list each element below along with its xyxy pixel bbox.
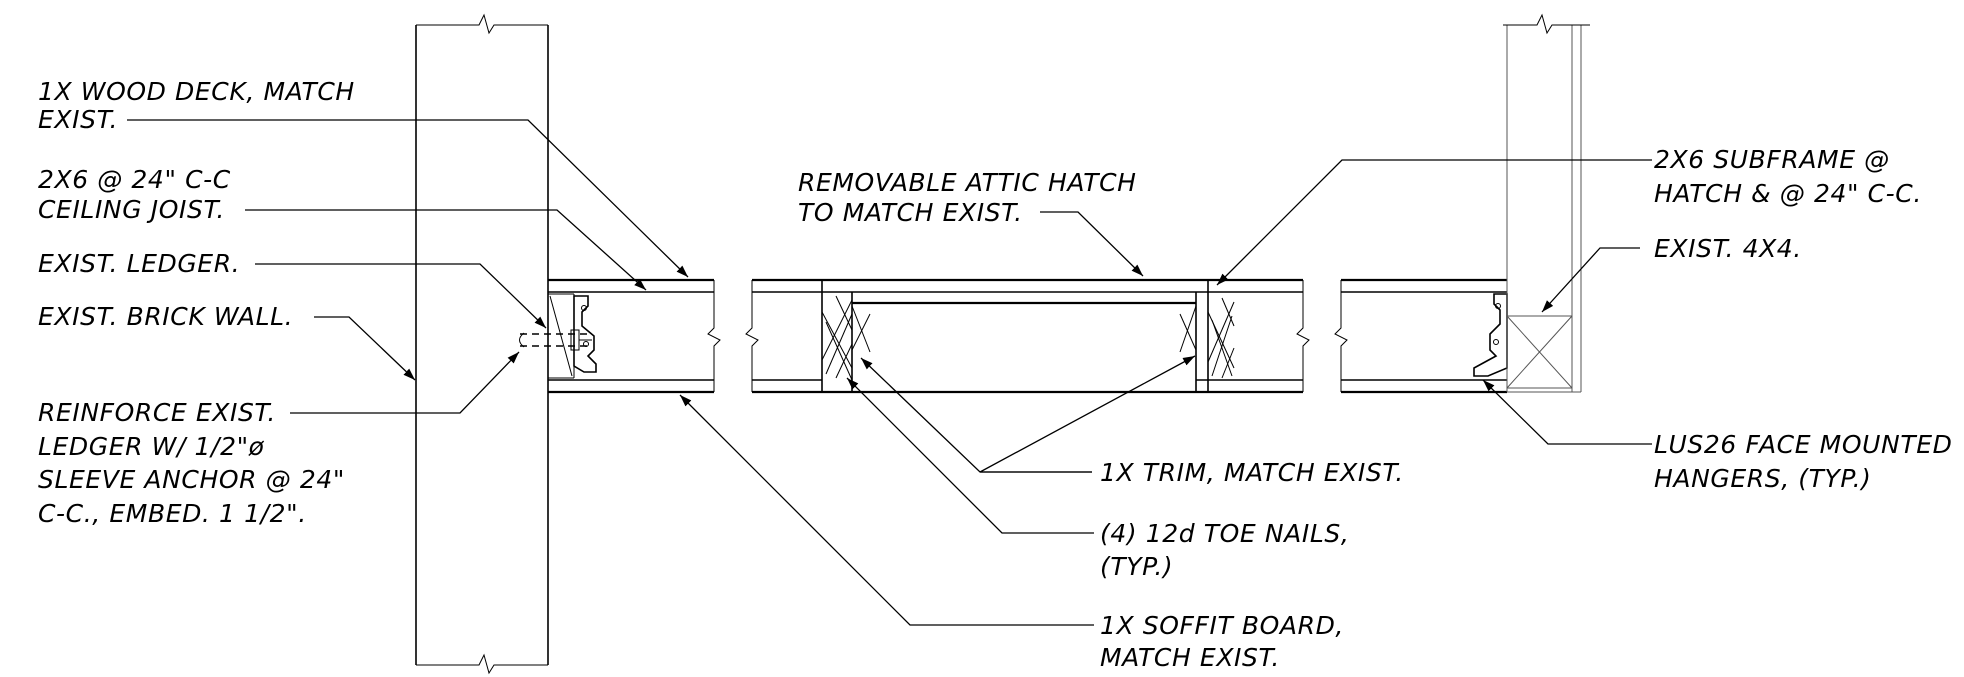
label-subframe-line1: 2X6 SUBFRAME @ — [1654, 145, 1890, 174]
label-brick-wall: EXIST. BRICK WALL. — [38, 302, 293, 331]
leader-lines — [127, 119, 1652, 626]
label-joist-line1: 2X6 @ 24" C-C — [38, 165, 231, 194]
label-post: EXIST. 4X4. — [1654, 234, 1802, 263]
label-subframe-line2: HATCH & @ 24" C-C. — [1654, 179, 1922, 208]
label-hatch-line2: TO MATCH EXIST. — [798, 198, 1023, 227]
label-hangers-line1: LUS26 FACE MOUNTED — [1654, 430, 1952, 459]
ledger-board — [548, 293, 575, 379]
joist-hanger-left — [573, 295, 597, 373]
label-soffit-line1: 1X SOFFIT BOARD, — [1100, 611, 1344, 640]
toe-nails-left — [821, 295, 871, 381]
joist-hanger-right — [1473, 293, 1508, 377]
label-trim: 1X TRIM, MATCH EXIST. — [1100, 458, 1404, 487]
label-reinforce-line2: LEDGER W/ 1/2"ø — [38, 432, 265, 461]
label-ledger: EXIST. LEDGER. — [38, 249, 240, 278]
label-reinforce-line3: SLEEVE ANCHOR @ 24" — [38, 465, 345, 494]
existing-4x4-post — [1503, 13, 1590, 393]
label-reinforce-line4: C-C., EMBED. 1 1/2". — [38, 499, 307, 528]
ceiling-joist-left — [548, 278, 721, 394]
label-joist-line2: CEILING JOIST. — [38, 195, 225, 224]
ceiling-joist-right — [1334, 278, 1507, 394]
label-hangers-line2: HANGERS, (TYP.) — [1654, 464, 1872, 493]
brick-wall — [415, 13, 549, 675]
label-toe-nails-line2: (TYP.) — [1100, 552, 1173, 581]
attic-hatch-assembly — [745, 278, 1310, 394]
label-wood-deck-line2: EXIST. — [38, 105, 118, 134]
label-hatch-line1: REMOVABLE ATTIC HATCH — [798, 168, 1137, 197]
label-wood-deck-line1: 1X WOOD DECK, MATCH — [38, 77, 355, 106]
toe-nails-right — [1179, 297, 1235, 379]
label-reinforce-line1: REINFORCE EXIST. — [38, 398, 276, 427]
sleeve-anchor — [519, 329, 592, 351]
label-soffit-line2: MATCH EXIST. — [1100, 643, 1280, 672]
callout-labels: 1X WOOD DECK, MATCH EXIST. 2X6 @ 24" C-C… — [38, 77, 1952, 672]
label-toe-nails-line1: (4) 12d TOE NAILS, — [1100, 519, 1349, 548]
